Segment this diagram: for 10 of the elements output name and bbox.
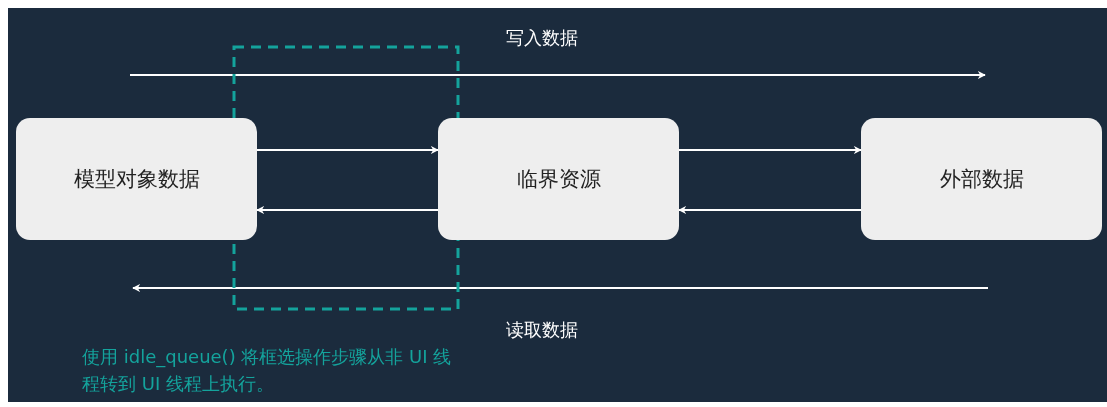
arrow bbox=[256, 146, 439, 154]
process-box: 模型对象数据 bbox=[16, 118, 257, 240]
arrow-label: 读取数据 bbox=[506, 318, 578, 342]
arrow-label: 写入数据 bbox=[506, 26, 578, 50]
arrow bbox=[678, 206, 862, 214]
note-text: 使用 idle_queue() 将框选操作步骤从非 UI 线程转到 UI 线程上执行。 bbox=[82, 345, 453, 396]
arrow bbox=[678, 146, 862, 154]
process-box: 临界资源 bbox=[438, 118, 679, 240]
arrow bbox=[256, 206, 439, 214]
process-box: 外部数据 bbox=[861, 118, 1102, 240]
